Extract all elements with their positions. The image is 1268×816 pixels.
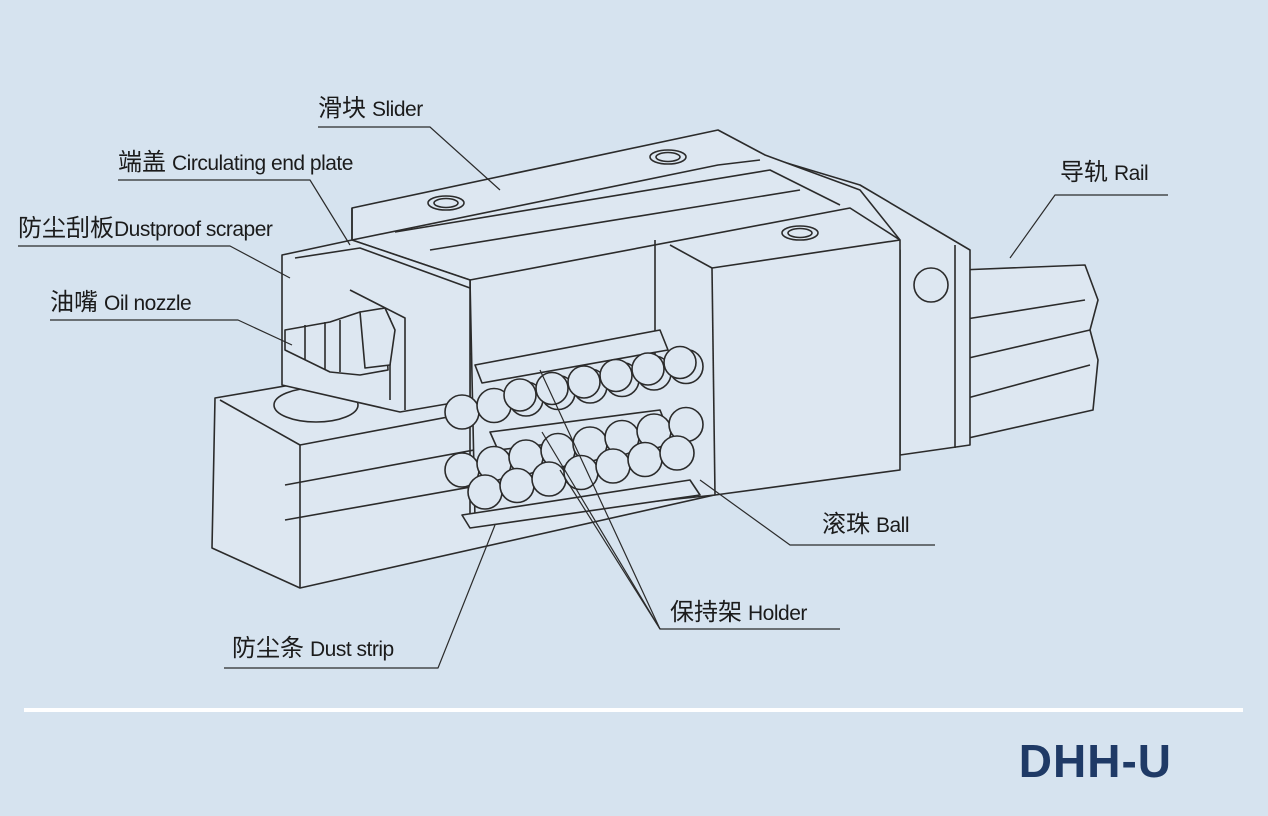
label-ball-en: Ball — [876, 514, 910, 537]
label-ball-zh: 滚珠 — [822, 510, 870, 538]
ball — [659, 435, 695, 471]
label-holder-en: Holder — [748, 602, 807, 625]
divider — [24, 708, 1243, 712]
label-end-plate-zh: 端盖 — [118, 148, 166, 176]
ball — [599, 358, 633, 393]
label-holder: 保持架 Holder — [670, 600, 807, 624]
ball — [627, 441, 663, 478]
label-scraper-zh: 防尘刮板 — [18, 214, 114, 242]
label-oil-nozzle: 油嘴 Oil nozzle — [50, 288, 192, 316]
leader-rail — [1009, 194, 1168, 259]
label-slider-en: Slider — [372, 98, 423, 121]
ball — [444, 394, 480, 430]
leader-oil-nozzle — [50, 319, 293, 346]
label-rail-en: Rail — [1114, 162, 1149, 185]
ball-row-lower — [444, 406, 704, 510]
label-holder-zh: 保持架 — [670, 598, 742, 626]
oil-nozzle — [284, 307, 396, 376]
ball — [595, 448, 631, 484]
ball — [499, 467, 535, 504]
slider-threaded-hole — [781, 225, 819, 241]
slider-threaded-hole — [649, 149, 687, 165]
ball — [503, 378, 537, 412]
leader-holder — [559, 469, 661, 630]
label-rail: 导轨 Rail — [1060, 158, 1149, 186]
label-end-plate-en: Circulating end plate — [172, 152, 353, 175]
ball — [467, 474, 503, 510]
label-slider-zh: 滑块 — [318, 94, 366, 122]
ball-row-upper — [444, 345, 704, 430]
rear-end-seal — [759, 154, 971, 456]
leader-lines — [18, 126, 1168, 669]
slider-threaded-hole — [427, 195, 465, 211]
label-slider: 滑块 Slider — [318, 96, 423, 120]
label-dust-strip: 防尘条 Dust strip — [232, 636, 394, 660]
label-oil-nozzle-zh: 油嘴 — [50, 288, 98, 316]
leader-scraper — [18, 245, 291, 279]
label-dust-strip-en: Dust strip — [310, 638, 394, 661]
model-code: DHH-U — [1018, 735, 1172, 787]
leader-dust-strip — [224, 524, 496, 669]
label-ball: 滚珠 Ball — [822, 510, 910, 538]
label-end-plate: 端盖 Circulating end plate — [118, 150, 353, 174]
ball — [663, 345, 697, 380]
leader-holder — [541, 431, 661, 630]
label-scraper-en: Dustproof scraper — [114, 218, 273, 241]
leader-ball — [699, 479, 935, 546]
label-dust-strip-zh: 防尘条 — [232, 634, 304, 662]
leader-end-plate — [118, 179, 351, 246]
leader-slider — [318, 126, 501, 191]
ball — [567, 365, 601, 399]
label-oil-nozzle-en: Oil nozzle — [104, 292, 192, 315]
label-rail-zh: 导轨 — [1060, 158, 1108, 186]
ball — [631, 352, 665, 386]
label-scraper: 防尘刮板Dustproof scraper — [18, 214, 273, 242]
ball — [531, 461, 567, 497]
ball — [535, 371, 569, 406]
